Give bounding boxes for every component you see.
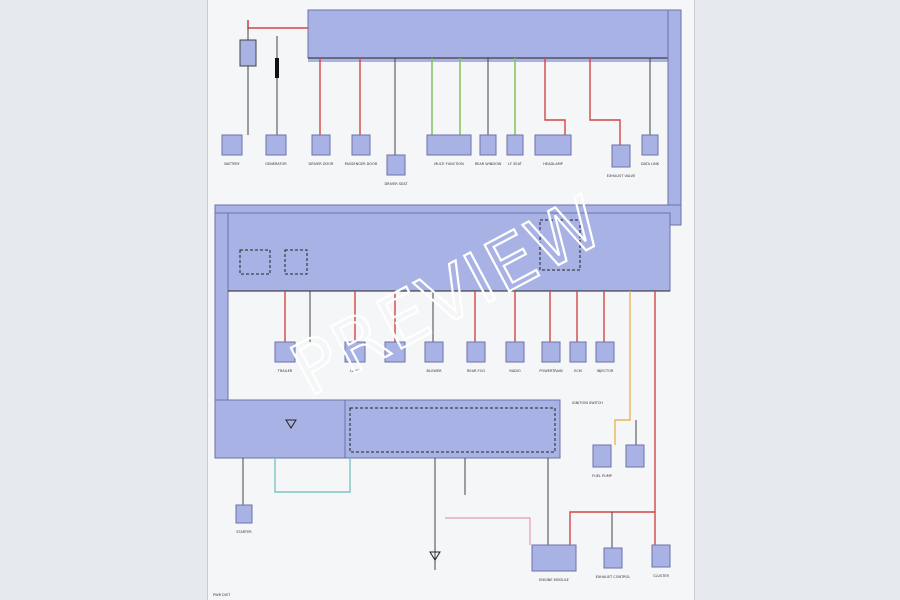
comp-ecm	[569, 341, 587, 363]
label-ecm: ECM	[574, 369, 582, 373]
wire-low-teal	[274, 458, 351, 493]
comp-exhaust-valve	[611, 144, 631, 168]
ground-symbol-1	[285, 419, 297, 429]
comp-lamp-1	[344, 341, 366, 363]
ignition-switch-box	[344, 399, 561, 459]
label-exhaust-control: EXHAUST CONTROL	[596, 575, 631, 579]
comp-radio	[505, 341, 525, 363]
comp-rear-fog	[466, 341, 486, 363]
label-generator: GENERATOR	[265, 162, 287, 166]
label-driver-door: DRIVER DOOR	[309, 162, 335, 166]
comp-fuel-pump	[592, 444, 612, 468]
comp-powertrain	[541, 341, 561, 363]
label-battery: BATTERY	[224, 162, 240, 166]
label-passenger-door: PASSENGER DOOR	[345, 162, 378, 166]
comp-blower	[424, 341, 444, 363]
label-lf-seat: LF SEAT	[508, 162, 523, 166]
fuse-block-upper-notch	[308, 58, 670, 62]
ignition-switch-inner	[349, 407, 556, 453]
comp-driver-door	[311, 134, 331, 156]
fuse-block-right-riser	[667, 9, 682, 221]
fuse-block-upper	[307, 9, 682, 59]
comp-injector	[595, 341, 615, 363]
label-lamp-1: LAMP	[350, 369, 360, 373]
label-fuel-pump: FUEL PUMP	[592, 474, 612, 478]
label-starter: STARTER	[236, 530, 252, 534]
comp-battery	[221, 134, 243, 156]
comp-exhaust-control	[603, 547, 623, 569]
fuse-block-lower	[214, 399, 346, 459]
label-rear-fog: REAR FOG	[467, 369, 485, 373]
comp-cluster	[651, 544, 671, 568]
label-ignition-switch: IGNITION SWITCH	[572, 401, 603, 405]
wire-upper-8	[544, 58, 566, 135]
comp-multi-function	[426, 134, 472, 156]
label-blower: BLOWER	[426, 369, 442, 373]
ground-symbol-2	[429, 551, 441, 561]
label-rear-window: REAR WINDOW	[475, 162, 502, 166]
comp-trailer	[274, 341, 296, 363]
comp-radio-lower	[625, 444, 645, 468]
label-cluster: CLUSTER	[653, 574, 669, 578]
comp-engine-module	[531, 544, 577, 572]
label-trailer: TRAILER	[277, 369, 293, 373]
schematic-sheet	[207, 0, 695, 600]
comp-data-link	[641, 134, 659, 156]
label-headlamp: HEADLAMP	[543, 162, 563, 166]
label-driver-seat: DRIVER SEAT	[384, 182, 408, 186]
fuse-block-middle-left-riser	[214, 212, 229, 409]
relay-far-right	[539, 219, 581, 271]
label-exhaust-valve: EXHAUST VALVE	[607, 174, 635, 178]
label-multi-function: MULTI FUNCTION	[434, 162, 464, 166]
comp-lamp-2	[384, 341, 406, 363]
battery-fuse	[239, 39, 257, 67]
middle-wire-group	[284, 291, 656, 545]
wire-low-red	[569, 511, 655, 545]
comp-headlamp	[534, 134, 572, 156]
label-radio: RADIO	[509, 369, 520, 373]
wire-upper-9	[589, 58, 621, 145]
comp-generator	[265, 134, 287, 156]
comp-rear-window	[479, 134, 497, 156]
comp-starter	[235, 504, 253, 524]
fuse-block-middle-main	[214, 212, 671, 292]
label-powertrain: POWERTRAIN	[539, 369, 563, 373]
upper-wire-group	[319, 58, 651, 155]
relay-left	[239, 249, 271, 275]
label-footer: PWR DIST	[213, 593, 231, 597]
relay-right	[284, 249, 308, 275]
comp-driver-seat	[386, 154, 406, 176]
comp-lf-seat	[506, 134, 524, 156]
comp-passenger-door	[351, 134, 371, 156]
wire-mid-11	[614, 291, 631, 445]
label-engine-module: ENGINE MODULE	[539, 578, 569, 582]
wire-battery-feed	[247, 20, 308, 29]
label-data-link: DATA LINK	[641, 162, 660, 166]
wire-low-pink	[445, 517, 531, 545]
label-injector: INJECTOR	[597, 369, 614, 373]
